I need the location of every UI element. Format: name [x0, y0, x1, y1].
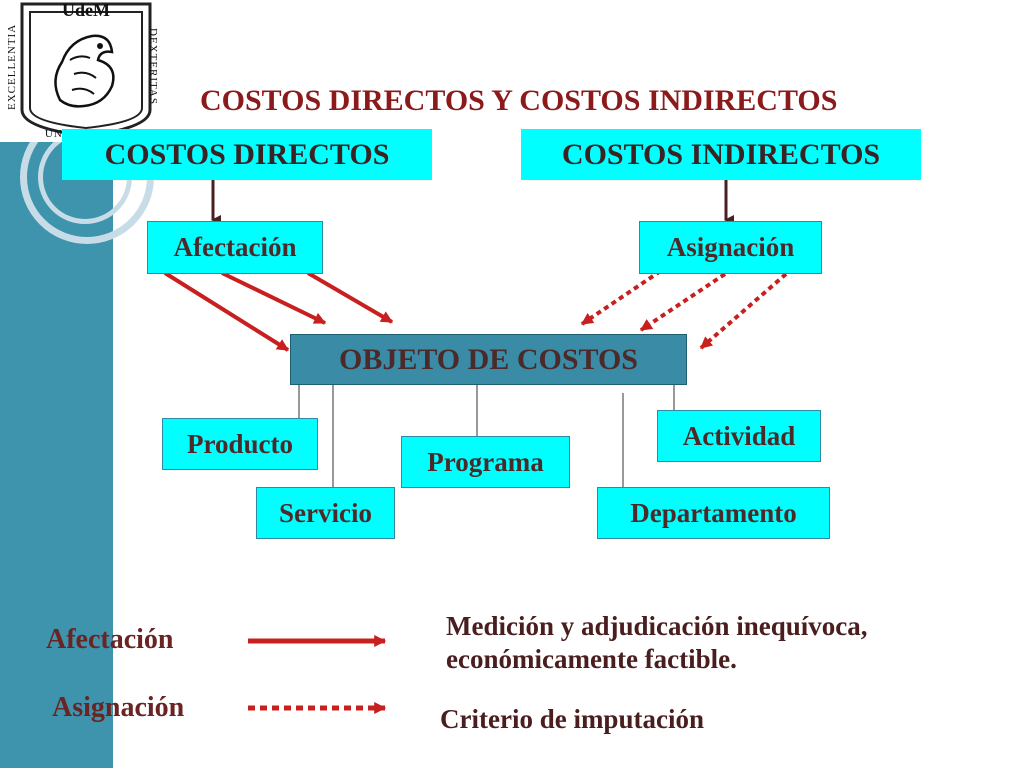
afectacion-arrow: [163, 271, 290, 352]
costos-directos-header: COSTOS DIRECTOS: [62, 129, 432, 180]
legend-asignacion-description: Criterio de imputación: [440, 704, 704, 734]
legend-afectacion-label: Afectación: [46, 624, 174, 655]
svg-text:DEXTERITAS: DEXTERITAS: [147, 28, 159, 105]
objeto-de-costos-node: OBJETO DE COSTOS: [290, 334, 687, 385]
costos-indirectos-header: COSTOS INDIRECTOS: [521, 129, 921, 180]
programa-node: Programa: [401, 436, 570, 488]
legend-afectacion-desc-line1: Medición y adjudicación inequívoca,: [446, 611, 868, 641]
afectacion-arrow: [221, 271, 327, 325]
legend-asignacion-label: Asignación: [52, 692, 185, 723]
svg-text:EXCELLENTIA: EXCELLENTIA: [6, 24, 18, 110]
svg-text:UdeM: UdeM: [62, 0, 110, 20]
asignacion-arrow: [639, 272, 727, 332]
slide-title: COSTOS DIRECTOS Y COSTOS INDIRECTOS: [200, 84, 838, 117]
departamento-node: Departamento: [597, 487, 830, 539]
legend-afectacion-description: Medición y adjudicación inequívoca, econ…: [446, 610, 868, 676]
legend-afectacion-desc-line2: económicamente factible.: [446, 644, 737, 674]
university-logo: UdeM EXCELLENTIA DEXTERITAS UNIVERSITAS: [0, 0, 162, 142]
producto-node: Producto: [162, 418, 318, 470]
servicio-node: Servicio: [256, 487, 395, 539]
asignacion-arrow: [580, 264, 670, 326]
afectacion-arrow: [306, 271, 394, 324]
asignacion-node: Asignación: [639, 221, 822, 274]
actividad-node: Actividad: [657, 410, 821, 462]
afectacion-node: Afectación: [147, 221, 323, 274]
asignacion-arrow: [699, 272, 788, 350]
